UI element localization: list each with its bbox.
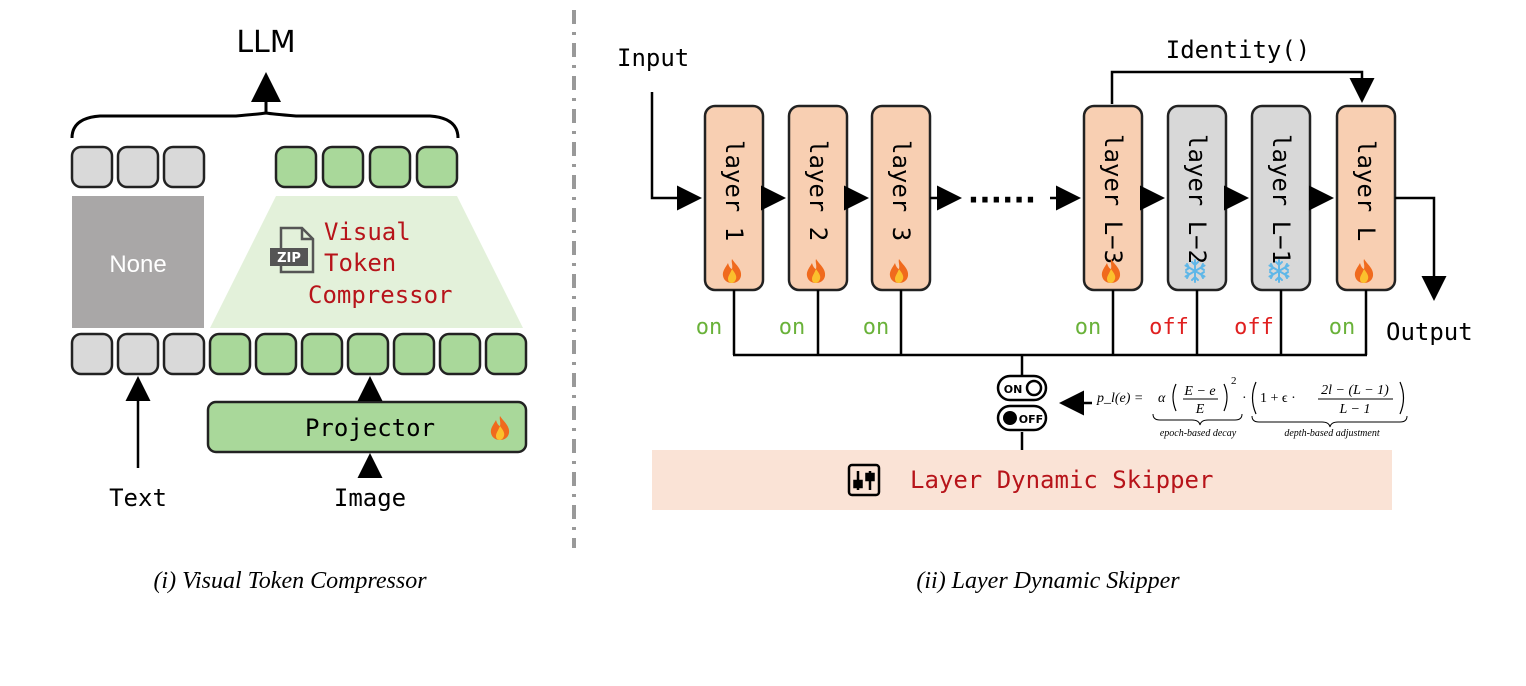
layer-label: layer 1: [720, 140, 748, 241]
none-label: None: [109, 251, 166, 278]
layer-labels: layer 1 layer 2 layer 3 layer L−3 layer …: [720, 134, 1380, 264]
state-label: on: [1329, 315, 1356, 340]
left-caption: (i) Visual Token Compressor: [153, 568, 427, 594]
formula-exponent: 2: [1231, 375, 1237, 387]
zip-file-icon: ZIP: [270, 226, 315, 274]
formula-dot: ·: [1242, 391, 1247, 406]
right-panel: Input Identity() layer 1 layer 2 layer 3…: [617, 36, 1473, 594]
skipper-label: Layer Dynamic Skipper: [910, 466, 1213, 494]
input-label: Input: [617, 44, 689, 72]
toggle-off-icon: OFF: [996, 404, 1048, 432]
llm-brace: [70, 111, 460, 139]
token: [208, 332, 252, 376]
text-label: Text: [109, 484, 167, 512]
probability-formula: p_l(e) = α E − e E 2 · 1 + ϵ · 2l − (L −…: [1096, 375, 1408, 439]
state-label: off: [1149, 315, 1189, 340]
layer-states: on on on on off off on: [696, 315, 1356, 340]
compressor-label-line: Visual: [324, 218, 411, 246]
token: [162, 145, 206, 189]
token: [321, 145, 365, 189]
token: [254, 332, 298, 376]
switch-bus: [732, 290, 1368, 450]
brace2-label: depth-based adjustment: [1284, 428, 1379, 439]
bottom-green-tokens: [208, 332, 528, 376]
token: [392, 332, 436, 376]
compressor-label: Visual Token Compressor: [308, 218, 453, 309]
token: [274, 145, 318, 189]
token: [70, 145, 114, 189]
formula-term2-prefix: 1 + ϵ ·: [1260, 391, 1296, 406]
formula-term2-num: 2l − (L − 1): [1321, 383, 1389, 398]
token: [162, 332, 206, 376]
state-label: on: [779, 315, 806, 340]
state-label: on: [863, 315, 890, 340]
compressor-label-line: Token: [324, 249, 396, 277]
token: [70, 332, 114, 376]
state-label: off: [1234, 315, 1274, 340]
layer-label: layer 2: [804, 140, 832, 241]
zip-label: ZIP: [277, 251, 301, 266]
ellipsis: ······: [968, 183, 1036, 218]
compressor-label-line: Compressor: [308, 281, 453, 309]
right-caption: (ii) Layer Dynamic Skipper: [916, 568, 1180, 594]
toggle-on-icon: ON: [996, 374, 1048, 402]
llm-label: LLM: [236, 25, 295, 60]
formula-term1-den: E: [1195, 402, 1205, 417]
token: [346, 332, 390, 376]
svg-text:OFF: OFF: [1019, 413, 1043, 426]
state-label: on: [696, 315, 723, 340]
formula-term1-num: E − e: [1183, 384, 1215, 399]
token: [116, 145, 160, 189]
output-arrow: [1395, 196, 1447, 301]
layer-label: layer L: [1352, 140, 1380, 241]
token: [116, 332, 160, 376]
sliders-icon: [847, 463, 881, 497]
formula-lhs: p_l(e) =: [1096, 391, 1143, 406]
bottom-gray-tokens: [70, 332, 206, 376]
token: [484, 332, 528, 376]
layer-dynamic-skipper-bar: [652, 450, 1392, 510]
layer-label: layer L−3: [1099, 134, 1127, 264]
none-box: [72, 196, 204, 328]
top-green-tokens: [274, 145, 459, 189]
formula-term2-den: L − 1: [1339, 402, 1371, 417]
image-label: Image: [334, 484, 406, 512]
left-panel: LLM None ZIP Visual: [70, 25, 528, 594]
token: [415, 145, 459, 189]
state-label: on: [1075, 315, 1102, 340]
input-arrow: [650, 92, 702, 211]
output-label: Output: [1386, 318, 1473, 346]
formula-alpha: α: [1158, 391, 1166, 406]
token: [438, 332, 482, 376]
identity-skip-arrow: [1110, 70, 1375, 104]
layer-label: layer L−2: [1183, 134, 1211, 264]
identity-label: Identity(): [1166, 36, 1311, 64]
projector-label: Projector: [305, 414, 435, 442]
top-gray-tokens: [70, 145, 206, 189]
svg-text:ON: ON: [1004, 383, 1023, 396]
layer-label: layer L−1: [1267, 134, 1295, 264]
projector-box: [206, 400, 528, 454]
brace1-label: epoch-based decay: [1160, 428, 1237, 439]
token: [368, 145, 412, 189]
token: [300, 332, 344, 376]
layer-label: layer 3: [887, 140, 915, 241]
